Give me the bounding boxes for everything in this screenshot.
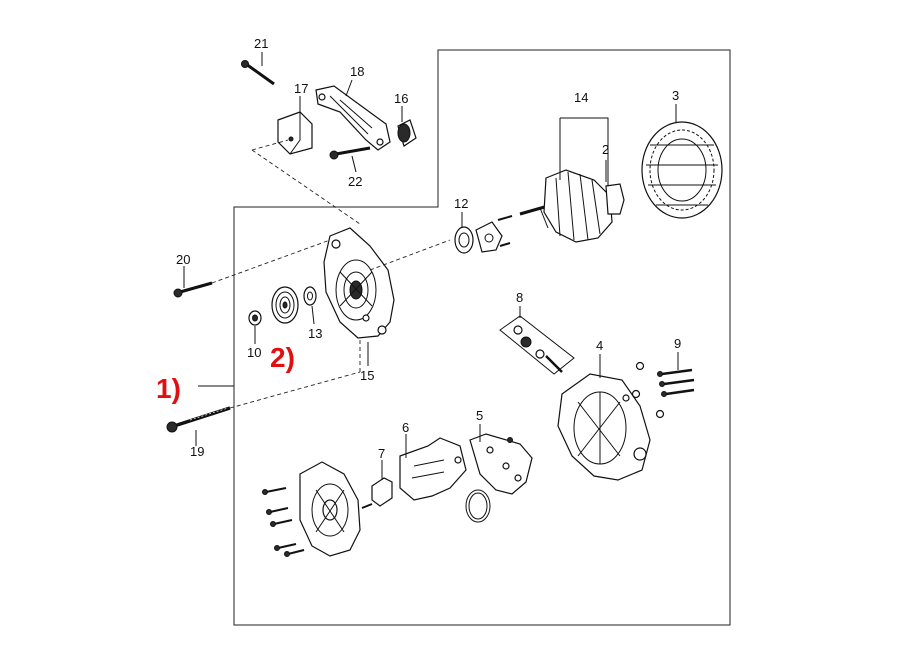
bracket-18: [315, 85, 391, 151]
label-20: 20: [176, 252, 190, 267]
leader-14: [559, 117, 609, 186]
regulator-7: [361, 477, 393, 509]
label-3: 3: [672, 88, 679, 103]
spacer-13: [303, 286, 317, 306]
rotor-2: [519, 169, 625, 243]
bracket-17: [277, 111, 313, 155]
brush-holder-6: [399, 437, 467, 501]
callout-1: 1): [156, 373, 181, 404]
label-13: 13: [308, 326, 322, 341]
pulley: [271, 286, 299, 324]
label-9: 9: [674, 336, 681, 351]
rear-cover: [299, 461, 361, 557]
bearing-12: [454, 226, 474, 254]
leader-18: [345, 79, 353, 97]
nuts-small: [631, 361, 665, 419]
label-5: 5: [476, 408, 483, 423]
label-18: 18: [350, 64, 364, 79]
label-16: 16: [394, 91, 408, 106]
rectifier-5: [469, 433, 533, 495]
label-7: 7: [378, 446, 385, 461]
nut-10: [248, 310, 262, 326]
label-12: 12: [454, 196, 468, 211]
label-6: 6: [402, 420, 409, 435]
label-8: 8: [516, 290, 523, 305]
label-22: 22: [348, 174, 362, 189]
snap-ring: [465, 489, 491, 523]
bolt-20: [173, 281, 213, 298]
label-10: 10: [247, 345, 261, 360]
label-19: 19: [190, 444, 204, 459]
leader-13: [311, 305, 315, 325]
callout-2: 2): [270, 342, 295, 373]
rear-housing-4: [557, 373, 651, 481]
terminal-kit-8: [499, 315, 575, 375]
bolt-22: [329, 146, 371, 160]
retainer-plate: [475, 221, 503, 253]
stator-3: [641, 121, 723, 219]
label-14: 14: [574, 90, 588, 105]
through-bolt-19: [166, 406, 231, 433]
small-screws: [497, 215, 513, 247]
label-17: 17: [294, 81, 308, 96]
label-4: 4: [596, 338, 603, 353]
cover-screws: [262, 487, 305, 557]
label-21: 21: [254, 36, 268, 51]
assembly-frame: [233, 49, 731, 626]
front-housing-15: [323, 227, 395, 339]
bolts-9: [657, 368, 695, 397]
bolt-21: [241, 60, 277, 86]
label-15: 15: [360, 368, 374, 383]
leader-22: [351, 155, 357, 173]
label-2: 2: [602, 142, 609, 157]
bushing-16: [397, 119, 417, 147]
